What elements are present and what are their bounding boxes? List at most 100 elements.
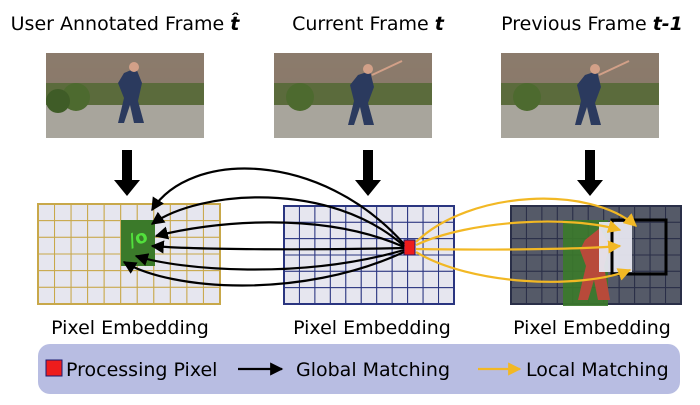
grid-border <box>283 205 455 305</box>
down-arrow-current <box>355 150 381 196</box>
grid-cell <box>298 287 316 305</box>
grid-cell <box>202 286 221 305</box>
grid-cell <box>37 286 56 305</box>
grid-cell <box>70 270 89 288</box>
grid-cell <box>54 220 72 238</box>
grid-cell <box>634 254 651 272</box>
legend-global-label: Global Matching <box>296 359 450 381</box>
grid-cell <box>525 287 543 305</box>
grid-cell <box>345 238 362 256</box>
grid-cell <box>541 254 558 272</box>
grid-cell <box>37 253 56 272</box>
grid-cell <box>54 253 72 272</box>
grid-cell <box>407 221 424 240</box>
grid-cell <box>525 221 543 240</box>
grid-cell <box>634 238 651 256</box>
grid-cell <box>438 238 455 256</box>
grid-cell <box>422 205 440 223</box>
grid-cell <box>37 236 56 255</box>
grid-cell <box>202 220 221 238</box>
legend-processing-swatch <box>45 359 63 377</box>
frame-title-annotated: User Annotated Frame t̂ <box>11 13 241 35</box>
grid-cell <box>407 287 424 305</box>
grid-cell <box>103 270 122 288</box>
grid-cell <box>345 287 362 305</box>
grid-border <box>37 203 221 305</box>
grid-cell <box>103 253 122 272</box>
grid-cell <box>283 205 300 223</box>
grid-cell <box>438 270 455 289</box>
grid-cell <box>541 221 558 240</box>
grid-cell <box>314 287 331 305</box>
grid-cell <box>510 221 527 240</box>
embedding-label-previous: Pixel Embedding <box>513 317 671 339</box>
legend: Processing Pixel Global Matching Local M… <box>38 344 680 394</box>
grid-cell <box>136 286 155 305</box>
grid-cell <box>407 270 424 289</box>
grid-cell <box>665 221 682 240</box>
grid-cell <box>525 254 543 272</box>
grid-cell <box>54 286 72 305</box>
grid-cell <box>376 287 393 305</box>
grid-cell <box>202 236 221 255</box>
grid-cell <box>37 220 56 238</box>
grid-cell <box>391 287 409 305</box>
grid-cell <box>649 221 667 240</box>
grid-cell <box>541 270 558 289</box>
grid-cell <box>391 254 409 272</box>
grid-cell <box>510 254 527 272</box>
grid-cell <box>649 254 667 272</box>
grid-cell <box>87 253 105 272</box>
embedding-grid-current <box>283 205 455 305</box>
grid-cell <box>587 205 605 223</box>
grid-cell <box>54 203 72 222</box>
grid-cell <box>360 287 378 305</box>
grid-cell <box>169 253 188 272</box>
grid-cell <box>87 286 105 305</box>
frame-image-previous <box>501 53 659 138</box>
grid-cell <box>54 236 72 255</box>
grid-cell <box>665 270 682 289</box>
legend-processing-label: Processing Pixel <box>66 359 217 381</box>
grid-cell <box>70 236 89 255</box>
grid-cell <box>103 203 122 222</box>
frame-image-annotated <box>46 53 204 138</box>
grid-cell <box>649 238 667 256</box>
grid-cell <box>314 205 331 223</box>
grid-cell <box>525 270 543 289</box>
local-matching-arrows <box>415 197 637 283</box>
grid-cell <box>283 270 300 289</box>
grid-cell <box>329 287 347 305</box>
grid-cell <box>283 287 300 305</box>
grid-cell <box>391 205 409 223</box>
grid-cell <box>510 287 527 305</box>
grid-cell <box>298 205 316 223</box>
embedding-label-annotated: Pixel Embedding <box>51 317 209 339</box>
grid-cell <box>360 238 378 256</box>
frame-title-current: Current Frame t <box>292 13 445 35</box>
grid-cell <box>665 238 682 256</box>
grid-cell <box>541 238 558 256</box>
grid-cell <box>329 238 347 256</box>
grid-cell <box>186 236 204 255</box>
grid-cell <box>153 286 171 305</box>
legend-local-label: Local Matching <box>526 359 669 381</box>
processing-pixel <box>403 239 416 256</box>
grid-cell <box>87 236 105 255</box>
grid-cell <box>541 205 558 223</box>
grid-cell <box>169 286 188 305</box>
grid-cell <box>283 221 300 240</box>
grid-cell <box>541 287 558 305</box>
grid-cell <box>120 270 138 288</box>
grid-cell <box>407 205 424 223</box>
grid-cell <box>422 270 440 289</box>
grid-cell <box>103 286 122 305</box>
frame-title-previous: Previous Frame t-1 <box>501 13 683 35</box>
down-arrow-annotated <box>114 150 140 196</box>
grid-cell <box>103 220 122 238</box>
grid-cell <box>37 203 56 222</box>
grid-cell <box>283 238 300 256</box>
grid-cell <box>70 253 89 272</box>
grid-cell <box>87 270 105 288</box>
